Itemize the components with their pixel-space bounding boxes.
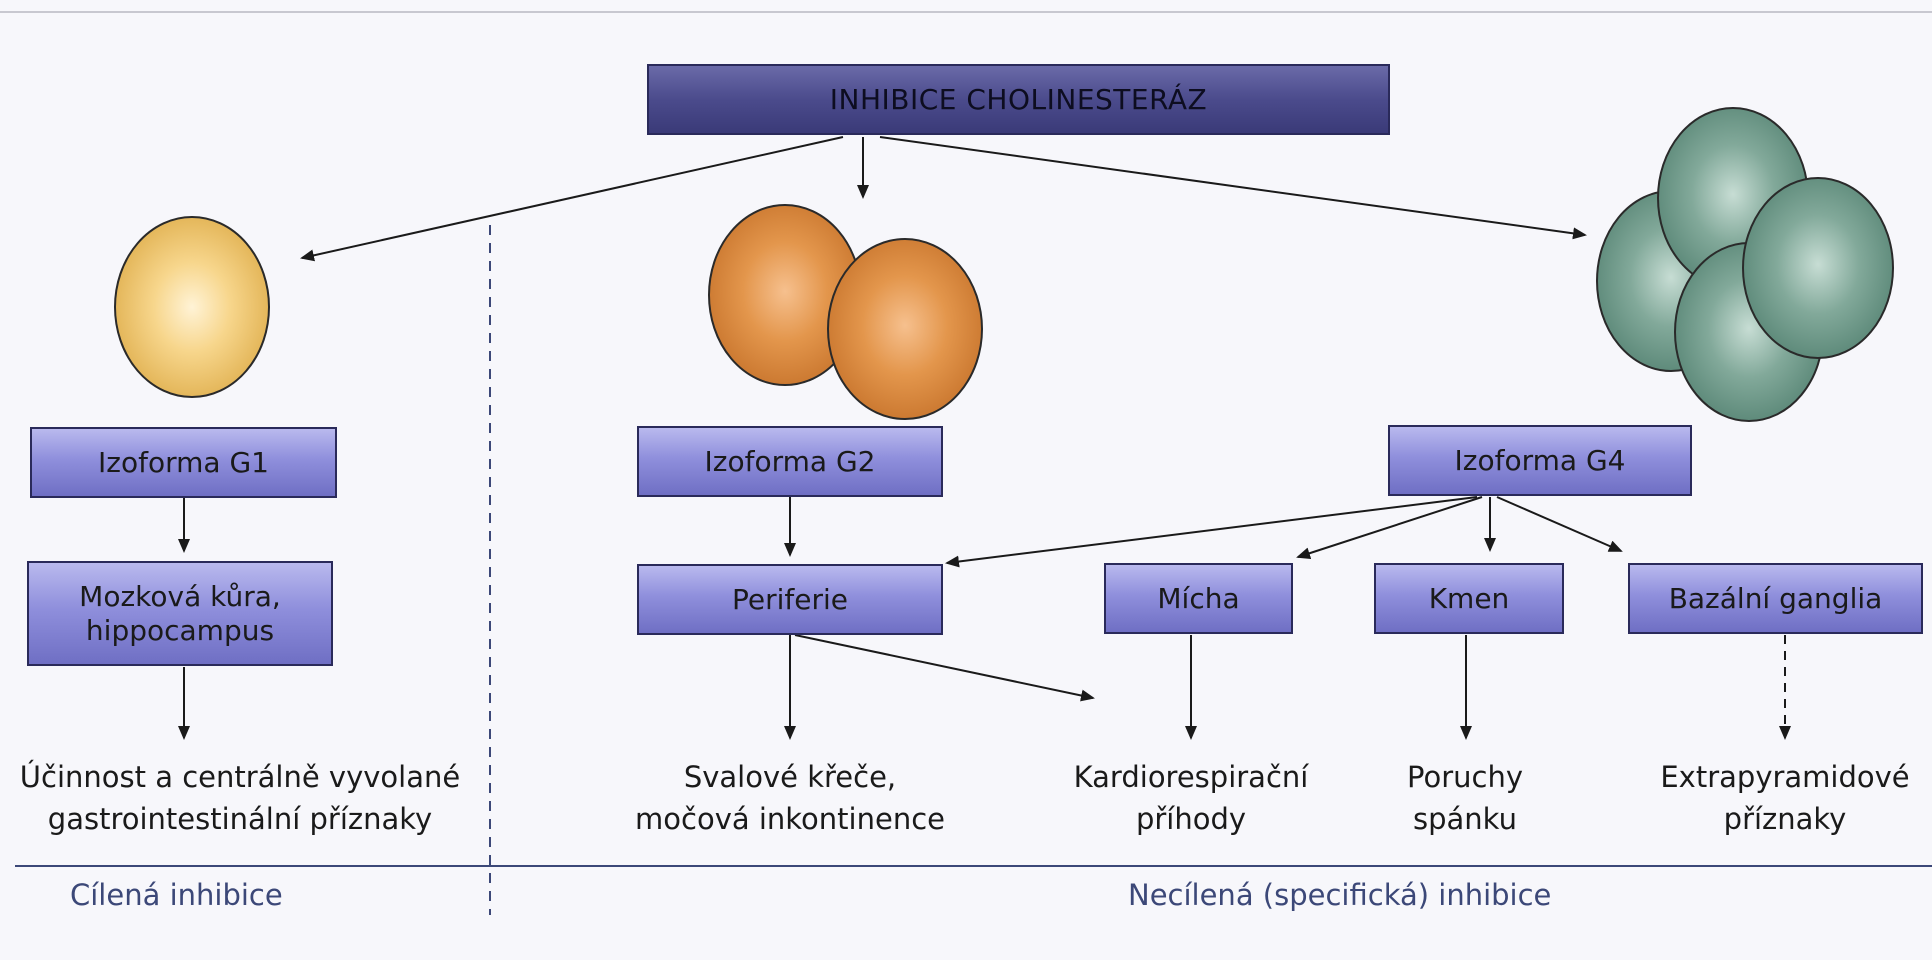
effect-kardio-text: Kardiorespirační příhody [1073, 760, 1309, 837]
isoform-g1-box: Izoforma G1 [30, 427, 337, 498]
title-box: INHIBICE CHOLINESTERÁZ [647, 64, 1390, 135]
effect-svalove-text: Svalové křeče, močová inkontinence [635, 760, 945, 837]
isoform-g4-box: Izoforma G4 [1388, 425, 1692, 496]
isoform-g1-label: Izoforma G1 [98, 445, 269, 479]
arrow-title-to-g4 [879, 136, 1587, 240]
target-periferie-box: Periferie [637, 564, 943, 635]
title-text: INHIBICE CHOLINESTERÁZ [829, 82, 1208, 116]
footer-right-label: Necílená (specifická) inhibice [1128, 878, 1552, 912]
arrow-periferie-to-kardio [794, 634, 1095, 702]
g4-sphere-right [1742, 177, 1894, 359]
footer-left-label: Cílená inhibice [70, 878, 283, 912]
g1-sphere [114, 216, 270, 398]
target-mozek-box: Mozková kůra, hippocampus [27, 561, 333, 666]
target-micha-label: Mícha [1157, 581, 1240, 615]
effect-extra-text: Extrapyramidové příznaky [1660, 760, 1910, 837]
target-bazalni-label: Bazální ganglia [1668, 581, 1883, 615]
target-periferie-label: Periferie [731, 582, 848, 616]
arrow-g4-to-micha [1296, 496, 1483, 559]
effect-g1-text: Účinnost a centrálně vyvolané gastrointe… [19, 760, 461, 837]
target-kmen-label: Kmen [1428, 581, 1510, 615]
isoform-g4-label: Izoforma G4 [1454, 443, 1626, 477]
g2-sphere-front [827, 238, 983, 420]
target-kmen-box: Kmen [1374, 563, 1564, 634]
target-micha-box: Mícha [1104, 563, 1293, 634]
isoform-g2-box: Izoforma G2 [637, 426, 943, 497]
effect-poruchy-text: Poruchy spánku [1407, 760, 1523, 837]
target-mozek-label: Mozková kůra, hippocampus [79, 579, 281, 647]
arrow-g4-to-periferie [945, 496, 1478, 568]
arrow-g4-to-bazalni [1496, 496, 1623, 552]
isoform-g2-label: Izoforma G2 [704, 444, 876, 478]
target-bazalni-box: Bazální ganglia [1628, 563, 1923, 634]
arrow-title-to-g1 [300, 136, 844, 262]
